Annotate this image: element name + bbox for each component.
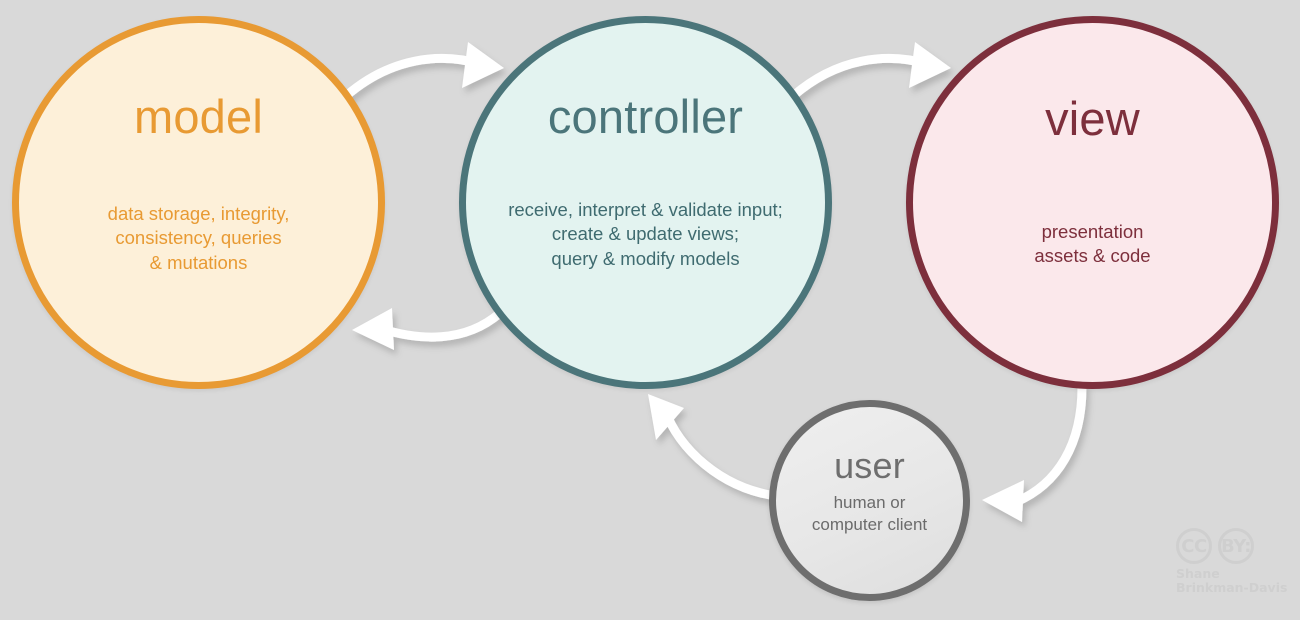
creative-commons-badge: CC BY: Shane Brinkman-Davis bbox=[1176, 528, 1288, 610]
node-controller[interactable]: controller receive, interpret & validate… bbox=[459, 16, 832, 389]
node-user-description: human or computer client bbox=[811, 493, 928, 535]
creative-commons-icon: CC bbox=[1176, 528, 1212, 564]
arrow-model-to-controller bbox=[341, 42, 504, 101]
node-model[interactable]: model data storage, integrity, consisten… bbox=[12, 16, 385, 389]
arrow-controller-to-model bbox=[352, 308, 505, 350]
node-user-title: user bbox=[834, 445, 905, 486]
node-view-title: view bbox=[1045, 92, 1140, 145]
node-view[interactable]: view presentation assets & code bbox=[906, 16, 1279, 389]
attribution-by-icon: BY: bbox=[1218, 528, 1254, 564]
node-model-description: data storage, integrity, consistency, qu… bbox=[107, 203, 290, 273]
node-controller-description: receive, interpret & validate input; cre… bbox=[508, 199, 783, 269]
cc-badge-icons: CC BY: bbox=[1176, 528, 1288, 564]
author-name: Shane Brinkman-Davis bbox=[1176, 566, 1288, 596]
node-model-title: model bbox=[133, 90, 263, 143]
node-user[interactable]: user human or computer client bbox=[769, 400, 970, 601]
arrow-view-to-user bbox=[982, 382, 1087, 522]
node-controller-title: controller bbox=[547, 90, 744, 143]
arrow-user-to-controller bbox=[648, 394, 775, 500]
arrow-controller-to-view bbox=[788, 42, 951, 101]
node-view-description: presentation assets & code bbox=[1034, 221, 1151, 267]
